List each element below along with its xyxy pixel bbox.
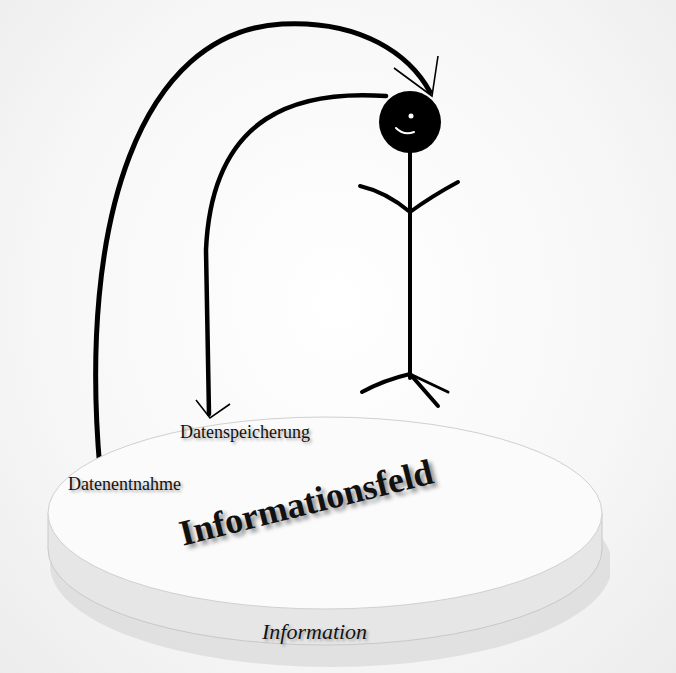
arrow-head bbox=[196, 400, 230, 418]
arrow-label: Datenspeicherung bbox=[180, 422, 310, 443]
flow-arrow bbox=[206, 95, 386, 414]
rim-label: Information bbox=[262, 619, 367, 645]
information-field: InformationsfeldInformation bbox=[40, 405, 610, 667]
arrow-label: Datenentnahme bbox=[68, 474, 181, 495]
flow-arrow bbox=[96, 24, 430, 470]
arrow-head bbox=[394, 56, 438, 96]
stick-figure bbox=[360, 91, 458, 406]
